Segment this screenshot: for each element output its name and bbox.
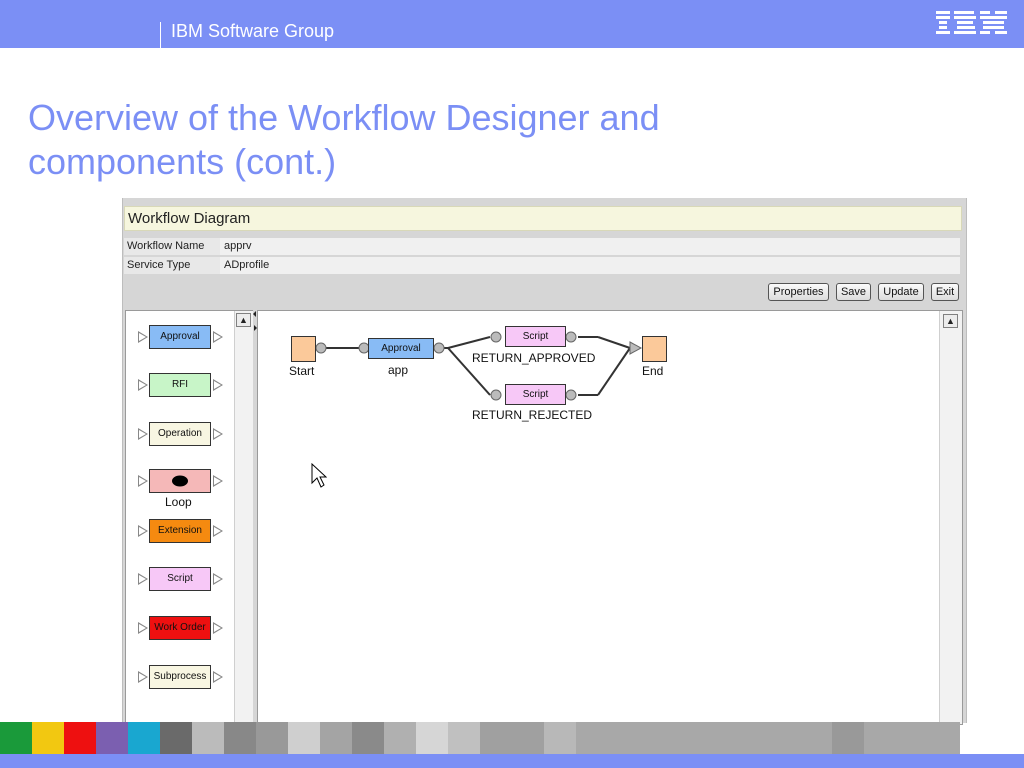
footer-tile	[384, 722, 416, 754]
input-port-icon	[138, 475, 148, 487]
ibm-logo-icon	[936, 11, 1007, 34]
input-port-icon	[138, 331, 148, 343]
palette-item-label: Approval	[149, 325, 211, 349]
script-rejected-caption: RETURN_REJECTED	[472, 408, 593, 422]
footer-tile	[352, 722, 384, 754]
palette-item-rfi[interactable]: RFI	[138, 373, 224, 397]
scroll-up-icon[interactable]: ▲	[943, 314, 958, 328]
start-node[interactable]	[291, 336, 316, 362]
exit-button[interactable]: Exit	[931, 283, 959, 301]
splitter-arrows-icon	[253, 311, 257, 331]
start-label: Start	[289, 364, 315, 378]
palette-item-approval[interactable]: Approval	[138, 325, 224, 349]
footer-tile	[64, 722, 96, 754]
slide-title: Overview of the Workflow Designer and co…	[28, 97, 660, 182]
footer-tile	[96, 722, 128, 754]
palette-item-label: RFI	[149, 373, 211, 397]
diagram-canvas[interactable]: Start Approval app Script RETURN_APPROVE…	[257, 310, 963, 725]
banner-separator	[160, 22, 161, 48]
footer-tile	[32, 722, 64, 754]
palette-item-extension[interactable]: Extension	[138, 519, 224, 543]
canvas-scrollbar[interactable]: ▲	[939, 311, 962, 724]
approval-node-caption: app	[388, 363, 409, 377]
input-port-icon	[138, 573, 148, 585]
footer-tile	[224, 722, 256, 754]
workflow-name-row: Workflow Name apprv	[124, 238, 960, 255]
end-label: End	[642, 364, 664, 378]
footer-tile	[160, 722, 192, 754]
footer-tile	[320, 722, 352, 754]
properties-button[interactable]: Properties	[768, 283, 829, 301]
palette-item-operation[interactable]: Operation	[138, 422, 224, 446]
script-node-rejected[interactable]: Script	[505, 384, 566, 405]
loop-dot-icon	[172, 475, 188, 487]
palette-item-box	[149, 469, 211, 493]
palette-caption-loop: Loop	[165, 495, 192, 509]
input-port-icon	[138, 379, 148, 391]
palette-item-label: Script	[149, 567, 211, 591]
palette-item-label: Operation	[149, 422, 211, 446]
footer-tile	[192, 722, 224, 754]
input-port-icon	[138, 671, 148, 683]
footer-tile	[832, 722, 864, 754]
footer-tile	[288, 722, 320, 754]
software-group-label: IBM Software Group	[171, 21, 335, 41]
footer-tile	[416, 722, 448, 754]
palette-item-label: Work Order	[149, 616, 211, 640]
service-type-field[interactable]: ADprofile	[220, 257, 960, 274]
input-port-icon	[138, 525, 148, 537]
end-node[interactable]	[642, 336, 667, 362]
output-port-icon	[213, 331, 223, 343]
output-port-icon	[213, 379, 223, 391]
output-port-icon	[213, 573, 223, 585]
footer-tile	[128, 722, 160, 754]
input-port-icon	[138, 622, 148, 634]
workflow-name-label: Workflow Name	[127, 240, 205, 252]
palette-item-label: Extension	[149, 519, 211, 543]
scroll-up-icon[interactable]: ▲	[236, 313, 251, 327]
footer-bar	[0, 754, 1024, 768]
palette-item-loop[interactable]	[138, 469, 224, 493]
palette-item-label: Subprocess	[149, 665, 211, 689]
service-type-row: Service Type ADprofile	[124, 257, 960, 274]
workflow-name-field[interactable]: apprv	[220, 238, 960, 255]
splitter-handle[interactable]	[253, 310, 257, 723]
component-palette: Approval RFI Operation Loop Extension	[125, 310, 254, 725]
section-title: Workflow Diagram	[128, 210, 251, 227]
diagram-area: Start Approval app Script RETURN_APPROVE…	[258, 311, 938, 724]
save-button[interactable]: Save	[836, 283, 871, 301]
footer-tile	[256, 722, 288, 754]
output-port-icon	[213, 671, 223, 683]
footer-tile	[544, 722, 576, 754]
workflow-diagram-header: Workflow Diagram	[124, 206, 962, 231]
output-port-icon	[213, 525, 223, 537]
output-port-icon	[213, 428, 223, 440]
footer-tile	[448, 722, 480, 754]
output-port-icon	[213, 622, 223, 634]
footer-tile	[576, 722, 832, 754]
palette-item-work-order[interactable]: Work Order	[138, 616, 224, 640]
palette-item-script[interactable]: Script	[138, 567, 224, 591]
footer-tile	[864, 722, 960, 754]
output-port-icon	[213, 475, 223, 487]
footer-tile	[0, 722, 32, 754]
workflow-designer-window: Workflow Diagram Workflow Name apprv Ser…	[122, 198, 967, 725]
input-port-icon	[138, 428, 148, 440]
palette-scrollbar[interactable]: ▲	[234, 311, 253, 724]
footer-tile	[480, 722, 544, 754]
script-node-approved[interactable]: Script	[505, 326, 566, 347]
connector-lines	[315, 331, 643, 401]
service-type-label: Service Type	[127, 259, 191, 271]
mouse-cursor-icon	[311, 463, 327, 488]
update-button[interactable]: Update	[878, 283, 924, 301]
top-banner: IBM Software Group	[0, 0, 1024, 48]
footer-color-strip	[0, 722, 1024, 754]
approval-node[interactable]: Approval	[368, 338, 434, 359]
palette-item-subprocess[interactable]: Subprocess	[138, 665, 224, 689]
script-approved-caption: RETURN_APPROVED	[472, 351, 596, 365]
